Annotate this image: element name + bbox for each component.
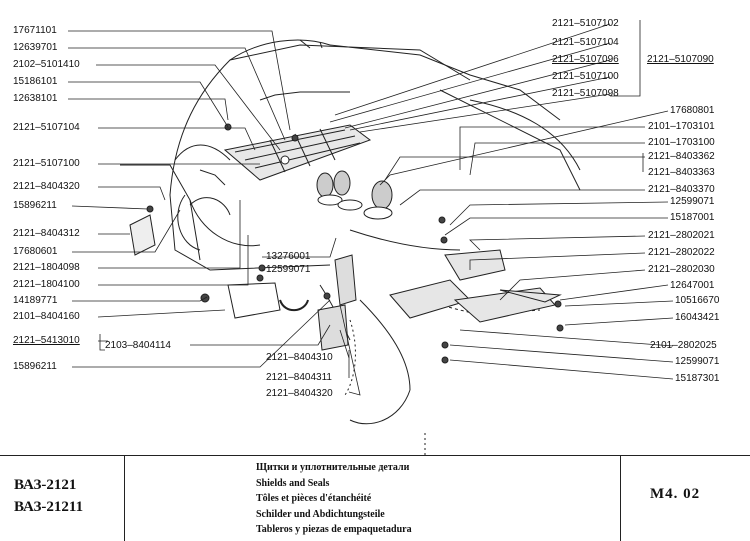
part-number: 12599071 <box>675 356 720 367</box>
title-block: ВАЗ-2121 ВАЗ-21211 Щитки и уплотнительны… <box>0 455 750 541</box>
part-number: 2121–8404311 <box>266 372 332 383</box>
part-number: 12599071 <box>266 264 311 275</box>
part-number: 2101–1703101 <box>648 121 715 132</box>
part-number: 17671101 <box>13 25 57 36</box>
part-number: 2121–8404310 <box>266 352 333 363</box>
part-number: 2121–5413010 <box>13 335 80 346</box>
lights <box>129 214 357 351</box>
part-number: 12639701 <box>13 42 58 53</box>
part-number: 2121–5107098 <box>552 88 619 99</box>
car-body-outline <box>120 39 581 455</box>
title-es: Tableros y piezas de empaquetadura <box>256 524 412 535</box>
part-number: 2101–8404160 <box>13 311 80 322</box>
part-number: 15186101 <box>13 76 58 87</box>
divider <box>620 456 621 541</box>
part-number: 2121–5107102 <box>552 18 619 29</box>
part-number: 10516670 <box>675 295 720 306</box>
part-number: 2121–2802030 <box>648 264 715 275</box>
part-number: 15187001 <box>670 212 715 223</box>
part-number: 2121–2802021 <box>648 230 715 241</box>
part-number: 2121–8403362 <box>648 151 715 162</box>
part-number: 2121–8404320 <box>13 181 80 192</box>
fasteners <box>146 123 564 364</box>
part-number: 2103–8404114 <box>105 340 171 351</box>
part-number: 16043421 <box>675 312 720 323</box>
part-number: 15896211 <box>13 361 57 372</box>
part-number: 2121–8404312 <box>13 228 80 239</box>
group-part-number: 2121–5107090 <box>647 54 714 65</box>
title-de: Schilder und Abdichtungsteile <box>256 508 385 520</box>
part-number: 13276001 <box>266 251 311 262</box>
title-fr: Tôles et pièces d'étanchéité <box>256 493 372 504</box>
model-name: ВАЗ-21211 <box>14 499 84 515</box>
part-number: 2121–1804100 <box>13 279 80 290</box>
title-ru: Щитки и уплотнительные детали <box>256 462 410 473</box>
part-number: 12647001 <box>670 280 715 291</box>
underbody-shields <box>389 249 562 323</box>
hood-insulation-panel <box>223 124 372 181</box>
part-number: 17680801 <box>670 105 715 116</box>
leader-lines <box>68 20 674 396</box>
parts-diagram: 17671101 12639701 2102–5101410 15186101 … <box>13 18 720 455</box>
part-number: 2102–5101410 <box>13 59 80 70</box>
seals <box>316 170 393 220</box>
part-number: 17680601 <box>13 246 58 257</box>
title-en: Shields and Seals <box>256 477 330 489</box>
bracket <box>279 299 309 312</box>
part-number: 15896211 <box>13 200 57 211</box>
part-number: 2121–8403370 <box>648 184 715 195</box>
part-number: 2121–5107096 <box>552 54 619 65</box>
part-number: 2101–2802025 <box>650 340 717 351</box>
sheet-code: M4. 02 <box>650 486 701 502</box>
part-number: 2121–5107100 <box>552 71 619 82</box>
car-drawing <box>68 20 674 455</box>
part-number: 12599071 <box>670 196 715 207</box>
part-number: 14189771 <box>13 295 58 306</box>
part-number: 2121–5107100 <box>13 158 80 169</box>
divider <box>124 456 125 541</box>
part-number: 2121–8403363 <box>648 167 715 178</box>
part-number: 2121–5107104 <box>13 122 80 133</box>
part-number: 2121–8404320 <box>266 388 333 399</box>
model-names: ВАЗ-2121 ВАЗ-21211 <box>14 474 83 518</box>
part-number: 2121–2802022 <box>648 247 715 258</box>
part-number: 15187301 <box>675 373 720 384</box>
model-name: ВАЗ-2121 <box>14 477 77 493</box>
section-titles: Щитки и уплотнительные детали Shields an… <box>256 460 412 538</box>
part-number: 2121–1804098 <box>13 262 80 273</box>
part-number: 2101–1703100 <box>648 137 715 148</box>
part-number: 12638101 <box>13 93 58 104</box>
part-number: 2121–5107104 <box>552 37 619 48</box>
